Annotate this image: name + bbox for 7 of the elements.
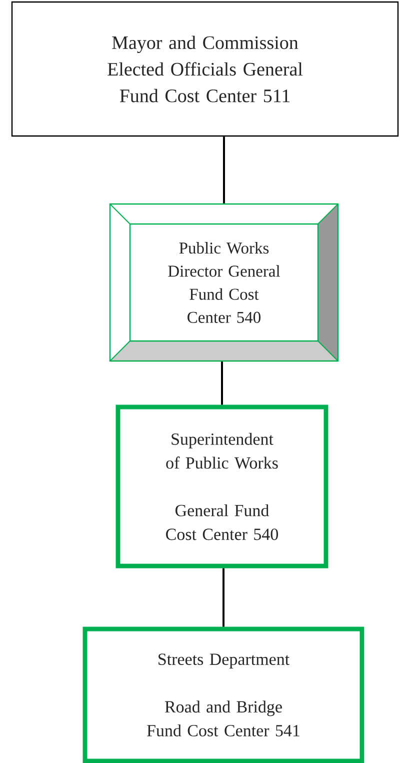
connector-line	[222, 568, 224, 627]
connector-line	[223, 136, 225, 204]
beveled-box: Public Works Director General Fund Cost Center 540	[109, 203, 339, 362]
connector-line	[221, 362, 223, 405]
org-box: Streets Department Road and Bridge Fund Cost Center 541	[82, 626, 364, 763]
org-box: Superintendent of Public Works General Fund Cost Center 540	[116, 404, 328, 568]
org-box: Mayor and Commission Elected Officials General Fund Cost Center 511	[11, 1, 399, 137]
